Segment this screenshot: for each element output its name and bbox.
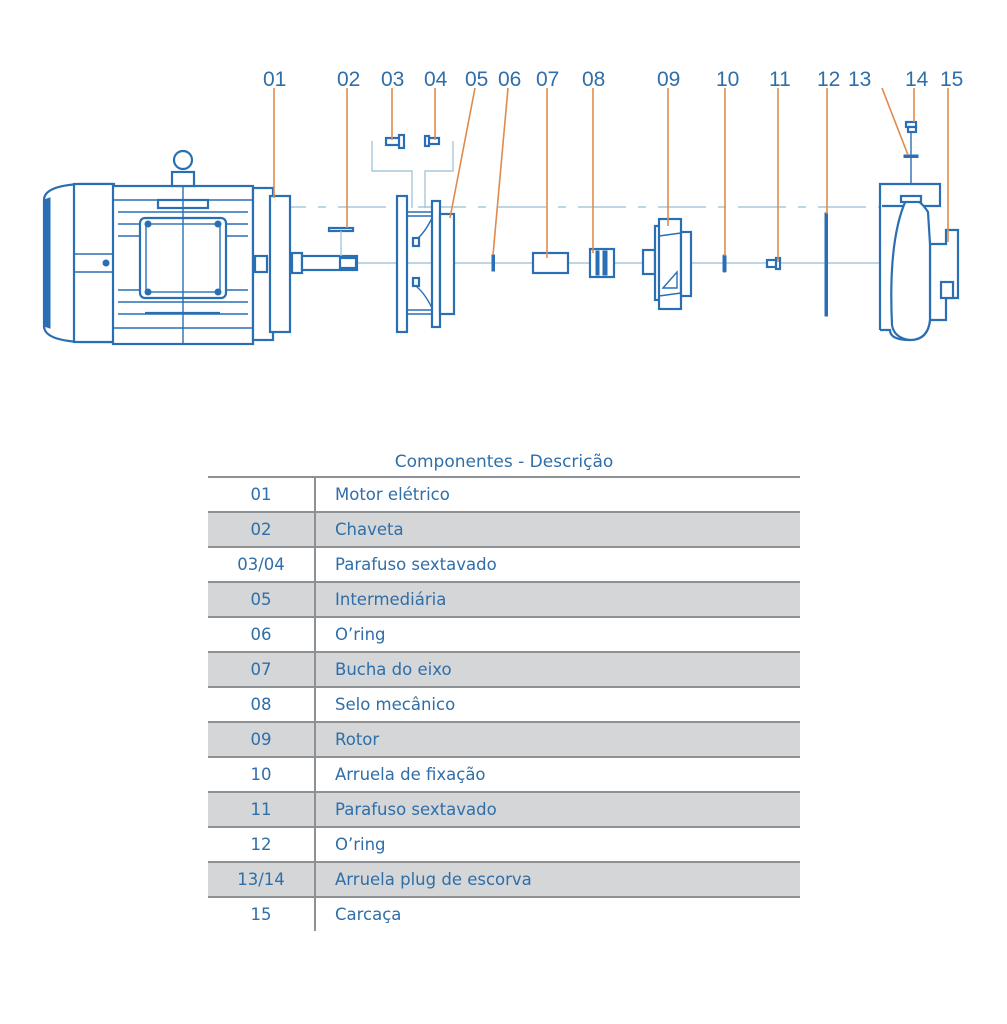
table-row: 13/14 Arruela plug de escorva [208,863,800,898]
component-number: 11 [208,793,316,826]
callout-04: 04 [424,68,448,91]
component-number: 05 [208,583,316,616]
table-row: 12 O’ring [208,828,800,863]
table-title: Componentes - Descrição [394,452,614,472]
components-table: 01 Motor elétrico 02 Chaveta 03/04 Paraf… [208,476,800,931]
component-number: 07 [208,653,316,686]
callout-11: 11 [769,68,791,91]
component-description: Intermediária [335,590,447,609]
leader-lines [273,87,949,262]
component-number: 01 [208,478,316,511]
part-09-impeller [641,217,693,311]
components-table-section: Componentes - Descrição 01 Motor elétric… [208,448,800,931]
part-07-bushing [531,251,570,275]
part-02-key [327,226,355,256]
table-row: 09 Rotor [208,723,800,758]
part-06-oring [491,254,495,272]
callout-01: 01 [263,68,286,91]
table-row: 07 Bucha do eixo [208,653,800,688]
callout-03: 03 [381,68,404,91]
component-description: Motor elétrico [335,485,450,504]
component-number: 10 [208,758,316,791]
component-description: Rotor [335,730,380,749]
component-number: 02 [208,513,316,546]
part-08-mechanical-seal [588,247,616,279]
callout-06: 06 [498,68,521,91]
callout-07: 07 [536,68,559,91]
part-03-04-bolts [371,133,454,208]
part-15-casing [878,182,960,342]
component-description: Selo mecânico [335,695,456,714]
component-number: 08 [208,688,316,721]
component-description: O’ring [335,625,386,644]
component-description: Parafuso sextavado [335,555,497,574]
table-row: 08 Selo mecânico [208,688,800,723]
table-row: 01 Motor elétrico [208,478,800,513]
component-description: Arruela de fixação [335,765,486,784]
callout-08: 08 [582,68,605,91]
part-10-washer [722,254,727,273]
callout-10: 10 [716,68,739,91]
table-row: 03/04 Parafuso sextavado [208,548,800,583]
component-number: 06 [208,618,316,651]
table-row: 06 O’ring [208,618,800,653]
part-12-oring [824,212,828,317]
component-description: O’ring [335,835,386,854]
component-description: Parafuso sextavado [335,800,497,819]
component-description: Bucha do eixo [335,660,452,679]
table-row: 11 Parafuso sextavado [208,793,800,828]
callout-15: 15 [940,68,963,91]
component-number: 15 [208,898,316,931]
component-description: Arruela plug de escorva [335,870,532,889]
part-05-intermediate [395,194,456,334]
part-01-motor [42,149,359,346]
component-number: 12 [208,828,316,861]
component-number: 13/14 [208,863,316,896]
table-row: 15 Carcaça [208,898,800,931]
callout-12: 12 [817,68,840,91]
component-description: Chaveta [335,520,404,539]
component-number: 09 [208,723,316,756]
component-number: 03/04 [208,548,316,581]
callout-13: 13 [848,68,871,91]
table-row: 05 Intermediária [208,583,800,618]
table-row: 10 Arruela de fixação [208,758,800,793]
component-description: Carcaça [335,905,402,924]
callout-02: 02 [337,68,360,91]
exploded-pump-diagram: 01 02 03 04 05 06 07 08 09 10 11 12 13 1… [42,68,963,346]
callout-09: 09 [657,68,680,91]
table-row: 02 Chaveta [208,513,800,548]
callout-14: 14 [905,68,929,91]
callout-05: 05 [465,68,488,91]
